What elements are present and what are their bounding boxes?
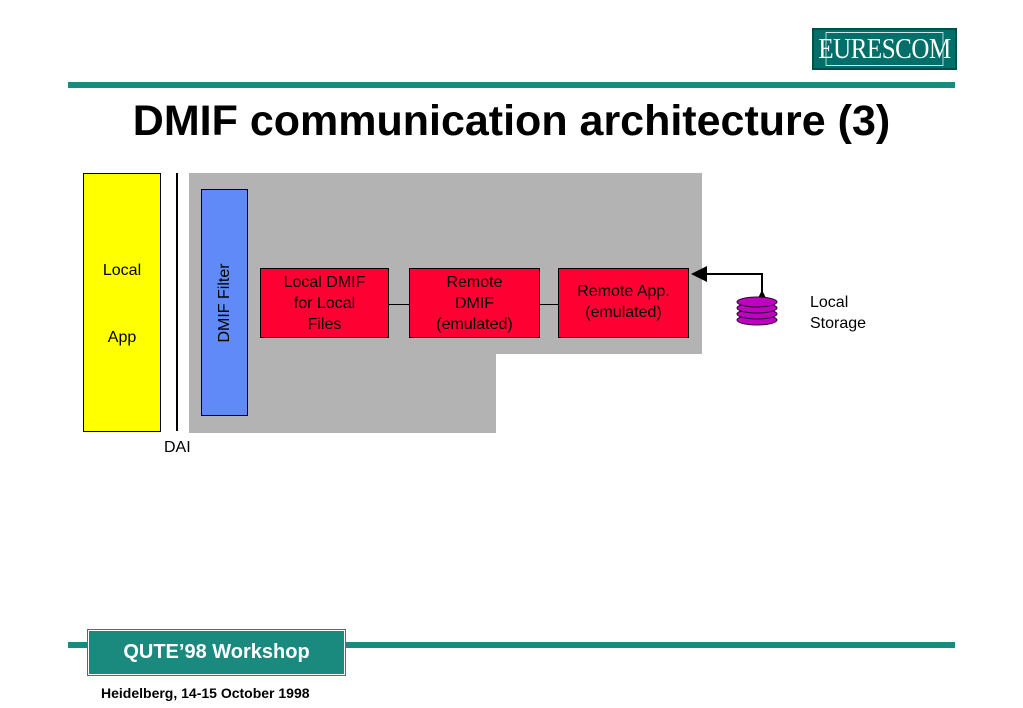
local-storage-label: Local Storage [810,292,866,334]
local-app-label-1: Local [102,262,142,279]
local-dmif-box: Local DMIF for Local Files [260,268,389,338]
footer-location-date: Heidelberg, 14-15 October 1998 [101,685,310,701]
remote-dmif-line-1: Remote [446,273,503,291]
dai-label: DAI [164,439,191,456]
dmif-filter-box: DMIF Filter [201,189,248,416]
local-dmif-line-3: Files [307,315,342,333]
remote-dmif-line-2: DMIF [454,294,495,312]
footer-rule [68,642,955,648]
remote-app-box: Remote App. (emulated) [558,268,689,338]
connector-remote-dmif-app [540,304,558,305]
dai-interface-line [176,173,178,431]
remote-app-line-1: Remote App. [577,283,670,300]
storage-label-line-2: Storage [810,315,867,332]
eurescom-logo: EURESCOM [812,28,957,70]
local-dmif-line-2: for Local [293,294,356,312]
local-app-label-2: App [107,329,137,346]
local-app-box: Local App [83,173,161,432]
connector-local-remote-dmif [389,304,409,305]
database-icon [736,296,778,326]
remote-dmif-box: Remote DMIF (emulated) [409,268,540,338]
local-dmif-line-1: Local DMIF [283,273,366,291]
storage-arrow [691,266,770,306]
logo-text: EURESCOM [818,32,951,66]
remote-app-line-2: (emulated) [585,304,662,321]
storage-label-line-1: Local [810,294,849,311]
workshop-badge: QUTE’98 Workshop [87,629,346,676]
slide-title: DMIF communication architecture (3) [132,97,891,145]
remote-dmif-line-3: (emulated) [436,315,513,333]
header-rule [68,82,955,88]
